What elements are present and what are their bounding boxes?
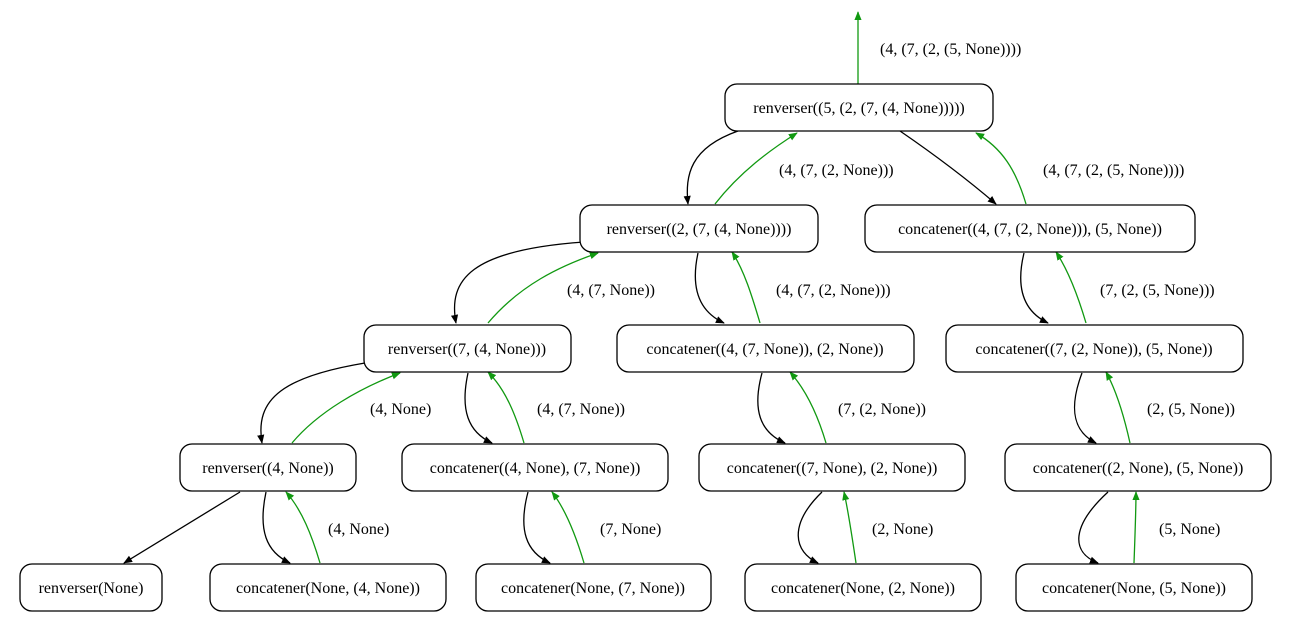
return-label-r6: (4, None) [370,401,431,418]
node-n3: renverser((7, (4, None))) [363,324,572,373]
call-edge-n9-n14 [1078,491,1109,564]
call-edge-n0-n2 [899,130,997,205]
return-edge-n1-n0 [714,132,798,205]
node-label: concatener((7, (2, None)), (5, None)) [975,341,1212,358]
node-label: concatener(None, (4, None)) [236,580,420,597]
return-label-r14: (5, None) [1159,521,1220,538]
return-edge-n12-n7 [551,491,585,564]
node-label: renverser((2, (7, (4, None)))) [607,221,792,238]
return-edge-n6-n3 [291,372,401,444]
return-edges [285,11,1140,564]
node-label: concatener((4, None), (7, None)) [430,460,641,477]
return-label-r1: (4, (7, (2, None))) [779,162,894,179]
node-n11: concatener(None, (4, None)) [209,563,447,612]
return-label-r9: (2, (5, None)) [1147,401,1235,418]
call-edge-n0-n1 [683,130,739,205]
return-edge-n7-n3 [487,371,525,444]
node-n0: renverser((5, (2, (7, (4, None))))) [724,83,994,132]
return-label-r2: (4, (7, (2, (5, None)))) [1043,162,1184,179]
node-n1: renverser((2, (7, (4, None)))) [579,204,819,253]
call-edge-n3-n6 [257,360,379,444]
call-edge-n6-n10 [123,491,241,564]
node-n7: concatener((4, None), (7, None)) [401,443,669,492]
node-label: renverser(None) [39,580,144,597]
node-label: renverser((4, None)) [202,460,333,477]
node-label: concatener((4, (7, None)), (2, None)) [646,341,883,358]
node-label: concatener((7, None), (2, None)) [727,460,938,477]
call-edge-n1-n4 [694,252,725,324]
call-edge-n8-n13 [797,491,823,564]
call-edge-n5-n9 [1073,372,1097,444]
return-label-r4: (4, (7, (2, None))) [776,282,891,299]
call-edge-n2-n5 [1020,252,1049,324]
node-label: renverser((7, (4, None))) [388,341,546,358]
return-edge-n2-n0 [975,132,1027,205]
call-edges [123,130,1109,564]
node-label: concatener((2, None), (5, None)) [1033,460,1244,477]
node-n12: concatener(None, (7, None)) [475,563,712,612]
return-edge-n5-n2 [1055,251,1087,324]
return-label-r5: (7, (2, (5, None))) [1100,282,1215,299]
node-n10: renverser(None) [19,563,163,612]
call-edge-n1-n3 [450,241,585,324]
call-edge-n7-n12 [523,491,551,564]
return-edge-n4-n1 [731,251,761,324]
return-label-r0: (4, (7, (2, (5, None)))) [880,41,1021,58]
node-n5: concatener((7, (2, None)), (5, None)) [945,324,1244,373]
return-labels: (4, (7, (2, (5, None)))) (4, (7, (2, Non… [328,41,1235,538]
return-label-r3: (4, (7, None)) [567,282,655,299]
call-edge-n6-n11 [262,491,291,564]
node-n13: concatener(None, (2, None)) [744,563,982,612]
node-n2: concatener((4, (7, (2, None))), (5, None… [864,204,1196,253]
node-label: concatener((4, (7, (2, None))), (5, None… [898,221,1162,238]
return-label-r12: (7, None) [600,521,661,538]
node-n9: concatener((2, None), (5, None)) [1004,443,1272,492]
node-n6: renverser((4, None)) [179,443,357,492]
call-edge-n4-n8 [757,372,786,444]
node-n14: concatener(None, (5, None)) [1015,563,1253,612]
node-n8: concatener((7, None), (2, None)) [698,443,966,492]
return-edge-n11-n6 [285,491,321,564]
return-label-r11: (4, None) [328,521,389,538]
node-label: concatener(None, (7, None)) [501,580,685,597]
return-edge-n3-n1 [487,252,599,324]
return-label-r7: (4, (7, None)) [537,401,625,418]
return-label-r8: (7, (2, None)) [838,401,926,418]
call-edge-n3-n7 [464,372,493,444]
return-edge-n13-n8 [842,491,857,564]
node-n4: concatener((4, (7, None)), (2, None)) [616,324,915,373]
return-edge-n8-n4 [789,371,827,444]
return-label-r13: (2, None) [872,521,933,538]
node-label: concatener(None, (2, None)) [771,580,955,597]
node-label: renverser((5, (2, (7, (4, None))))) [753,100,964,117]
return-edge-n9-n5 [1105,371,1131,444]
node-label: concatener(None, (5, None)) [1042,580,1226,597]
return-edge-n14-n9 [1132,491,1140,564]
